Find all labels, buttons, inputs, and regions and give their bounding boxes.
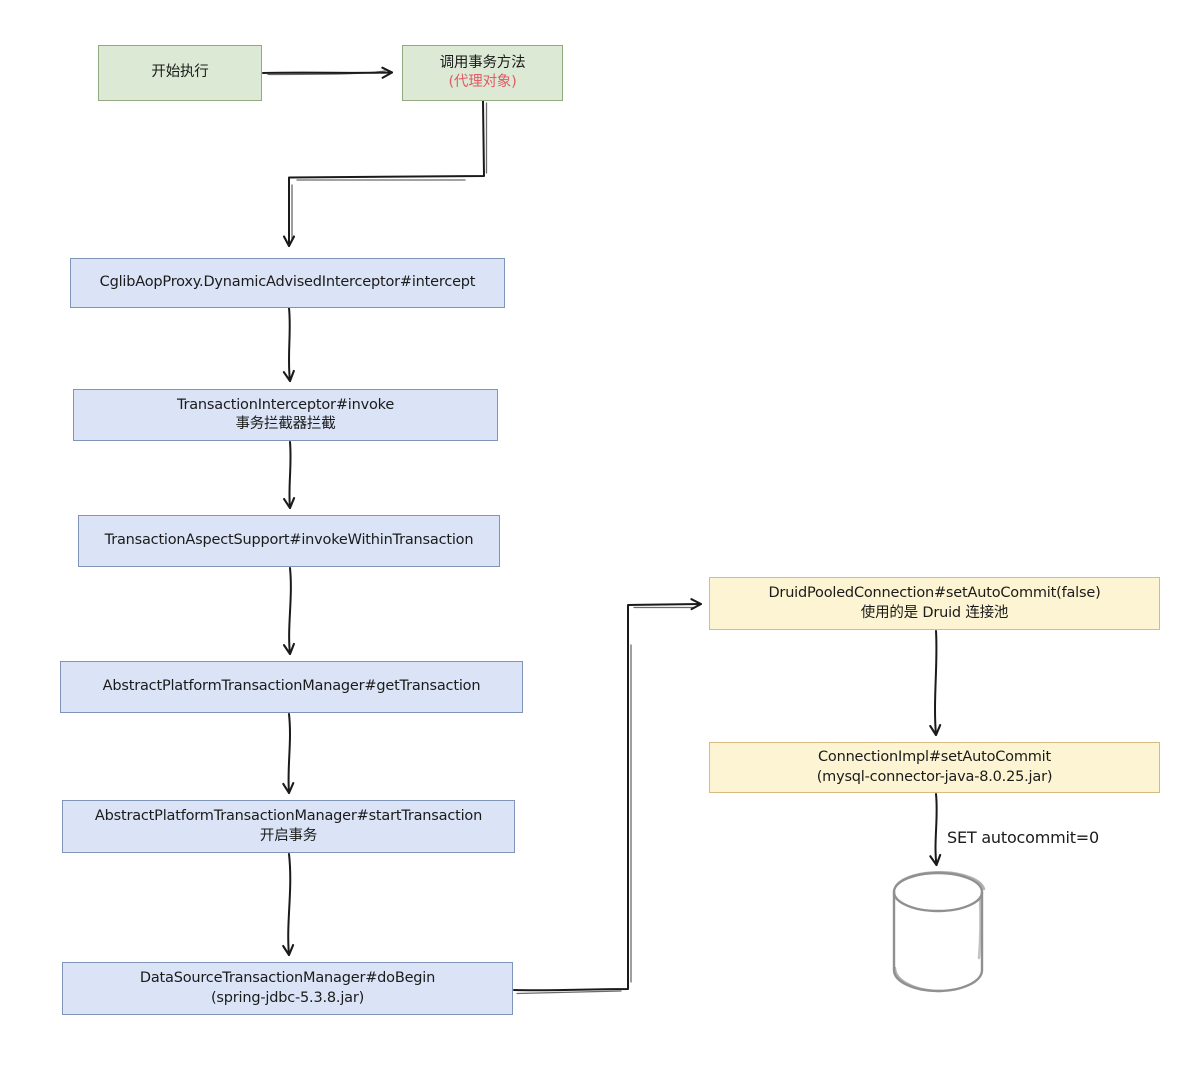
node-transaction-interceptor-subtitle: 事务拦截器拦截 [235, 416, 336, 432]
node-druid-set-autocommit-subtitle: 使用的是 Druid 连接池 [860, 604, 1009, 621]
database-icon [892, 870, 986, 993]
arrow-connimpl-to-database [929, 793, 942, 867]
arrow-aspect-to-gettx [282, 567, 295, 656]
node-transaction-interceptor: TransactionInterceptor#invoke 事务拦截器拦截 [73, 389, 498, 441]
node-call-method-title: 调用事务方法 [439, 54, 526, 71]
arrow-intercept-to-invoke [282, 307, 295, 383]
sql-statement-label: SET autocommit=0 [947, 828, 1099, 847]
node-do-begin: DataSourceTransactionManager#doBegin (sp… [62, 962, 513, 1015]
node-start: 开始执行 [98, 45, 262, 101]
node-call-method: 调用事务方法 (代理对象) [402, 45, 563, 101]
node-do-begin-subtitle: (spring-jdbc-5.3.8.jar) [210, 989, 365, 1006]
node-start-label: 开始执行 [151, 64, 209, 81]
node-start-transaction-title: AbstractPlatformTransactionManager#start… [94, 808, 483, 825]
node-cglib-intercept: CglibAopProxy.DynamicAdvisedInterceptor#… [70, 258, 505, 308]
node-get-transaction: AbstractPlatformTransactionManager#getTr… [60, 661, 523, 713]
node-get-transaction-label: AbstractPlatformTransactionManager#getTr… [102, 678, 481, 695]
node-connimpl-set-autocommit-title: ConnectionImpl#setAutoCommit [817, 749, 1051, 766]
node-start-transaction-subtitle: 开启事务 [259, 827, 318, 844]
arrow-invoke-to-aspect [283, 441, 296, 510]
node-druid-set-autocommit-title: DruidPooledConnection#setAutoCommit(fals… [768, 585, 1101, 602]
arrow-druid-to-connimpl [929, 630, 942, 737]
node-druid-set-autocommit: DruidPooledConnection#setAutoCommit(fals… [709, 577, 1160, 630]
arrow-call-to-intercept [282, 100, 488, 248]
arrow-starttx-to-dobegin [282, 853, 295, 957]
node-connimpl-set-autocommit: ConnectionImpl#setAutoCommit (mysql-conn… [709, 742, 1160, 793]
node-cglib-intercept-label: CglibAopProxy.DynamicAdvisedInterceptor#… [99, 274, 476, 291]
node-aspect-support-label: TransactionAspectSupport#invokeWithinTra… [104, 532, 474, 549]
arrow-dobegin-to-druid [513, 598, 703, 995]
arrow-gettx-to-starttx [282, 713, 295, 795]
node-call-method-subtitle: (代理对象) [448, 74, 517, 90]
node-do-begin-title: DataSourceTransactionManager#doBegin [139, 970, 436, 987]
node-transaction-interceptor-title: TransactionInterceptor#invoke [176, 396, 395, 413]
arrow-start-to-call [262, 66, 394, 79]
node-connimpl-set-autocommit-subtitle: (mysql-connector-java-8.0.25.jar) [816, 768, 1053, 785]
node-aspect-support: TransactionAspectSupport#invokeWithinTra… [78, 515, 500, 567]
node-start-transaction: AbstractPlatformTransactionManager#start… [62, 800, 515, 853]
